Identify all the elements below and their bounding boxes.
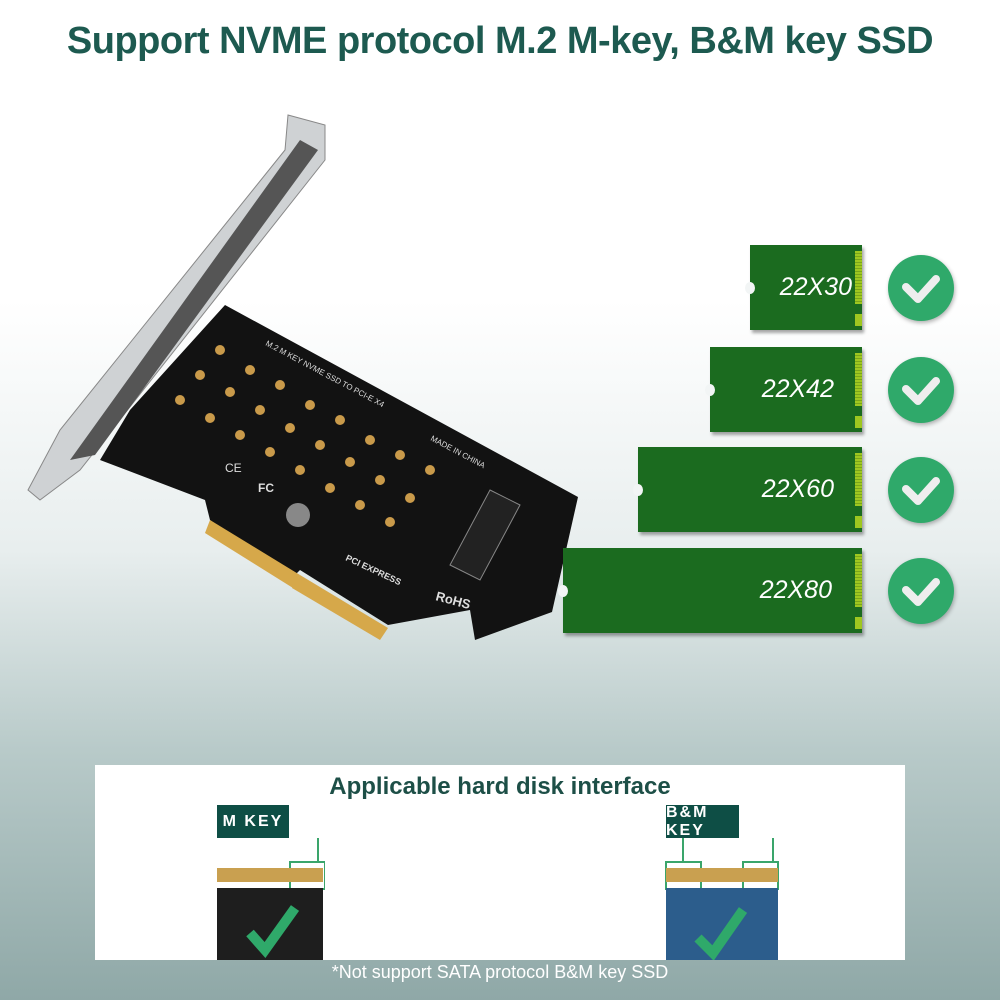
pcie-adapter-card-image: M.2 M KEY NVME SSD TO PCI-E X4 MADE IN C… xyxy=(27,114,578,640)
fc-mark: FC xyxy=(258,481,274,495)
size-label: 22X42 xyxy=(761,375,834,403)
check-icon xyxy=(888,457,954,523)
footnote: *Not support SATA protocol B&M key SSD xyxy=(331,962,669,982)
bm-key-badge: B&M KEY xyxy=(666,804,739,839)
m-key-ssd-image xyxy=(217,838,325,960)
check-icon xyxy=(888,357,954,423)
interface-panel: Applicable hard disk interface M KEY B&M… xyxy=(95,765,905,960)
check-icon xyxy=(888,255,954,321)
page-title: Support NVME protocol M.2 M-key, B&M key… xyxy=(66,20,934,62)
ce-mark: CE xyxy=(225,461,242,475)
ssd-size-22x42: 22X42 xyxy=(705,347,862,432)
ssd-size-22x80: 22X80 xyxy=(558,548,862,633)
ssd-size-22x30: 22X30 xyxy=(745,245,862,330)
size-label: 22X30 xyxy=(779,273,852,301)
check-icon xyxy=(888,558,954,624)
m-key-badge: M KEY xyxy=(217,805,289,838)
panel-title: Applicable hard disk interface xyxy=(329,773,671,800)
bm-key-ssd-image xyxy=(665,838,779,960)
ssd-size-22x60: 22X60 xyxy=(633,447,862,532)
size-label: 22X60 xyxy=(761,475,834,503)
size-label: 22X80 xyxy=(759,576,832,604)
